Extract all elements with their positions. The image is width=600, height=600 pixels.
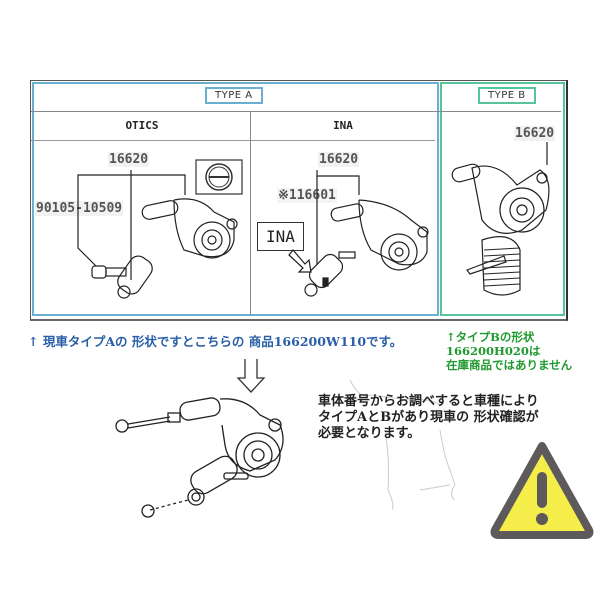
- ina-tensioner-drawing: [288, 170, 429, 297]
- column-header-ina: INA: [333, 119, 353, 132]
- type-a-note: ↑ 現車タイプAの 形状ですとこちらの 商品166200W110です。: [28, 334, 403, 349]
- background-sketch: [349, 379, 456, 511]
- shape-check-note-line: 必要となります。: [318, 426, 421, 441]
- type-b-tensioner-drawing: [451, 142, 550, 296]
- type-b-part-number: 16620: [514, 126, 556, 141]
- warning-triangle-icon: [490, 442, 594, 539]
- column-header-divider: [31, 140, 435, 141]
- shape-check-note-line: 車体番号からお調べすると車種により: [318, 394, 539, 409]
- ina-part-number: 16620: [318, 152, 360, 167]
- type-a-label: TYPE A: [205, 87, 263, 104]
- assembly-drawing: [115, 397, 284, 518]
- column-divider: [250, 111, 251, 314]
- header-divider: [31, 111, 561, 112]
- column-header-otics: OTICS: [125, 119, 159, 132]
- type-b-note-line: 166200H020は: [446, 344, 541, 358]
- type-b-note-line: 在庫商品ではありません: [446, 358, 573, 372]
- type-a-frame: [32, 82, 439, 316]
- down-arrow-icon: [236, 359, 266, 393]
- otics-bolt-part-number: 90105-10509: [35, 201, 124, 216]
- shape-check-note-line: タイプAとBがあり現車の 形状確認が: [318, 410, 539, 425]
- slot-screw-icon: [195, 159, 243, 195]
- type-b-note-line: ↑タイプBの形状: [446, 330, 535, 344]
- otics-tensioner-drawing: [77, 159, 243, 299]
- ina-sub-part-number: ※116601: [277, 188, 337, 203]
- diagram-outer-frame: [30, 80, 568, 321]
- ina-callout-box: INA: [257, 222, 304, 251]
- type-b-frame: [440, 82, 565, 316]
- otics-part-number: 16620: [108, 152, 150, 167]
- type-b-label: TYPE B: [478, 87, 536, 104]
- type-b-note: ↑タイプBの形状 166200H020は 在庫商品ではありません: [446, 330, 572, 372]
- shape-check-note: 車体番号からお調べすると車種により タイプAとBがあり現車の 形状確認が 必要と…: [318, 394, 600, 442]
